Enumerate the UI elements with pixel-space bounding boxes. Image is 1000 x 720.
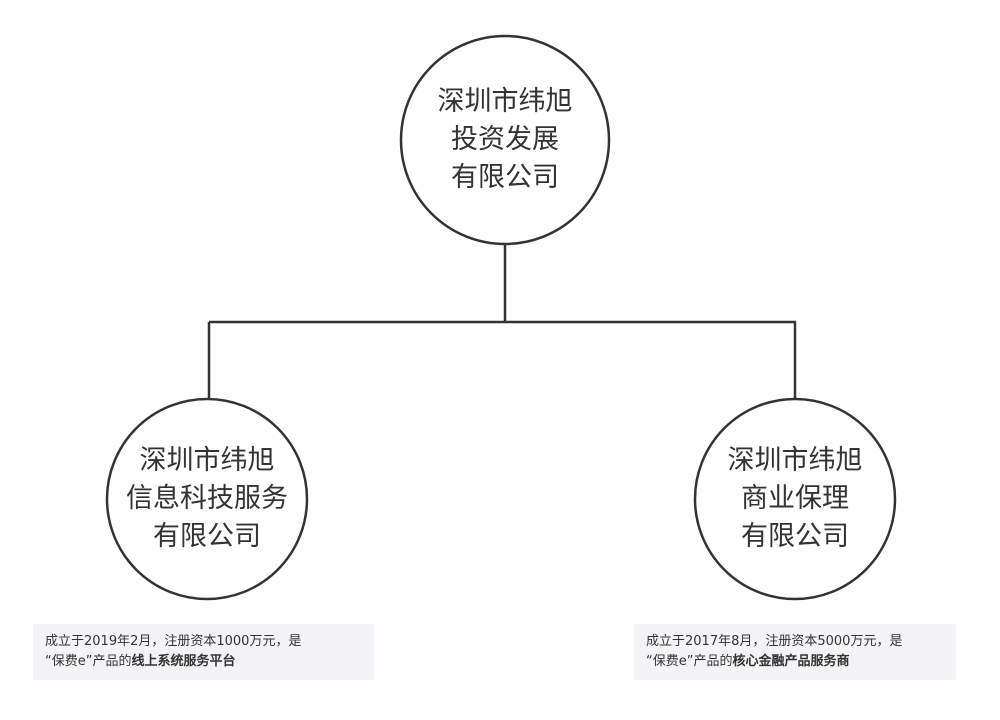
child-node-line: 信息科技服务 (126, 483, 288, 514)
child-node-line: 深圳市纬旭 (139, 445, 275, 476)
note-line-1: 成立于2019年2月，注册资本1000万元，是 (45, 634, 302, 649)
child-node-line: 有限公司 (153, 521, 261, 552)
child-node-right: 深圳市纬旭 商业保理 有限公司 (695, 399, 895, 599)
root-node: 深圳市纬旭 投资发展 有限公司 (401, 36, 609, 244)
root-node-line: 有限公司 (451, 162, 559, 193)
note-line-2: “保费e”产品的核心金融产品服务商 (646, 652, 944, 672)
child-node-circle-left (105, 397, 309, 601)
note-prefix: “保费e”产品的 (45, 654, 132, 669)
note-highlight: 线上系统服务平台 (131, 654, 236, 669)
note-left: 成立于2019年2月，注册资本1000万元，是 “保费e”产品的线上系统服务平台 (33, 624, 374, 680)
note-line-2: “保费e”产品的线上系统服务平台 (45, 652, 362, 672)
child-node-left: 深圳市纬旭 信息科技服务 有限公司 (107, 399, 307, 599)
note-prefix: “保费e”产品的 (646, 654, 733, 669)
note-line-1: 成立于2017年8月，注册资本5000万元，是 (646, 634, 903, 649)
root-node-line: 投资发展 (451, 124, 559, 155)
note-right: 成立于2017年8月，注册资本5000万元，是 “保费e”产品的核心金融产品服务… (634, 624, 956, 680)
child-node-line: 深圳市纬旭 (727, 445, 863, 476)
note-highlight: 核心金融产品服务商 (732, 654, 850, 669)
root-node-line: 深圳市纬旭 (437, 86, 573, 117)
child-node-line: 有限公司 (741, 521, 849, 552)
child-node-line: 商业保理 (741, 483, 849, 514)
